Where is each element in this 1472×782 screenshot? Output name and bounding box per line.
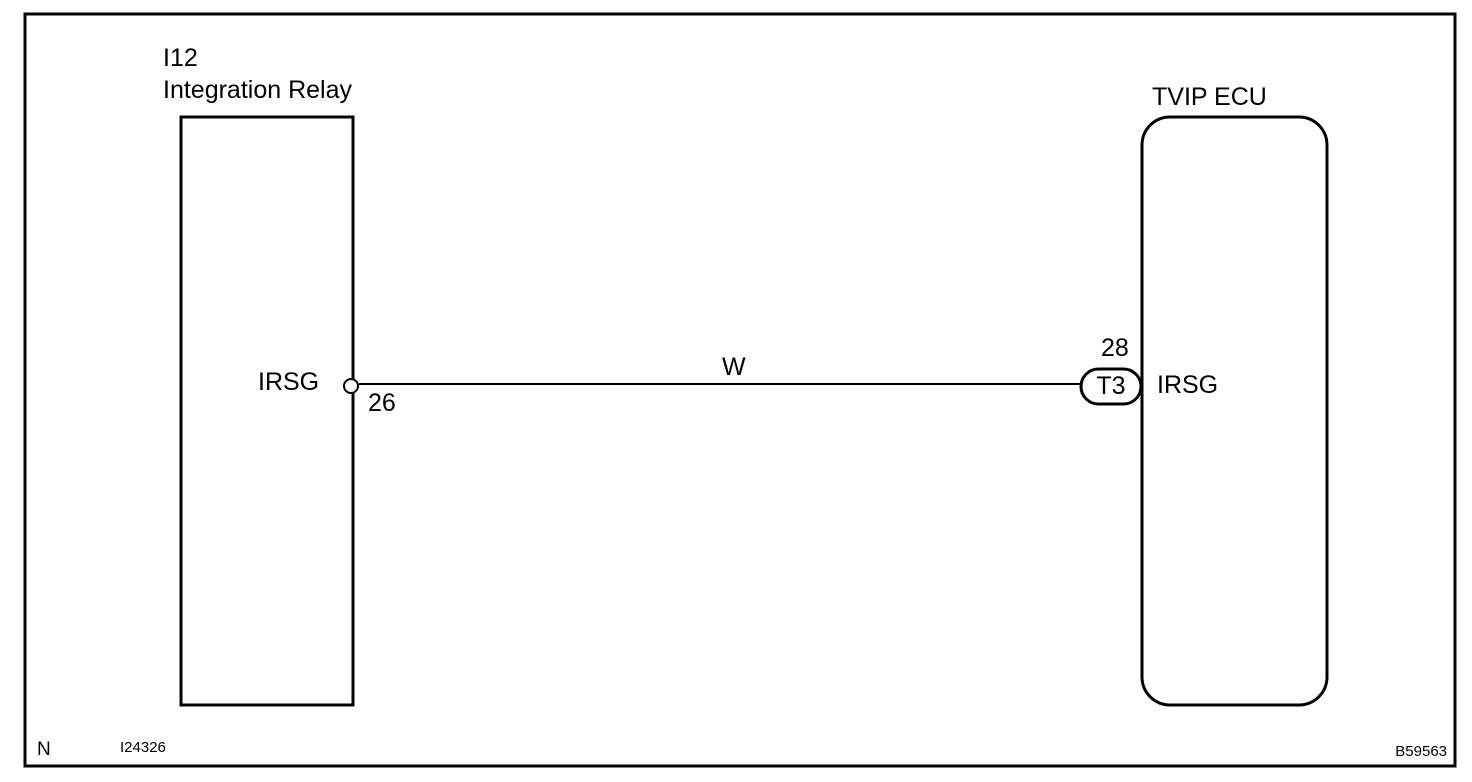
connector-label: T3	[1096, 372, 1125, 400]
right-component-name: TVIP ECU	[1152, 83, 1267, 111]
diagram-frame	[23, 12, 1457, 768]
right-pin-label: IRSG	[1157, 371, 1218, 399]
left-pin-terminal	[343, 378, 359, 394]
orientation-mark: N	[37, 739, 51, 760]
integration-relay-box	[179, 115, 355, 707]
left-pin-label: IRSG	[258, 368, 319, 396]
figure-id-left: I24326	[120, 739, 166, 756]
figure-id-right: B59563	[1395, 743, 1447, 760]
connector-oval	[1079, 367, 1143, 406]
right-pin-number: 28	[1101, 334, 1129, 362]
left-component-code: I12	[163, 44, 198, 72]
left-component-name: Integration Relay	[163, 76, 353, 104]
tvip-ecu-box	[1140, 115, 1329, 707]
wire-color-code: W	[722, 353, 746, 381]
left-pin-number: 26	[368, 389, 396, 417]
